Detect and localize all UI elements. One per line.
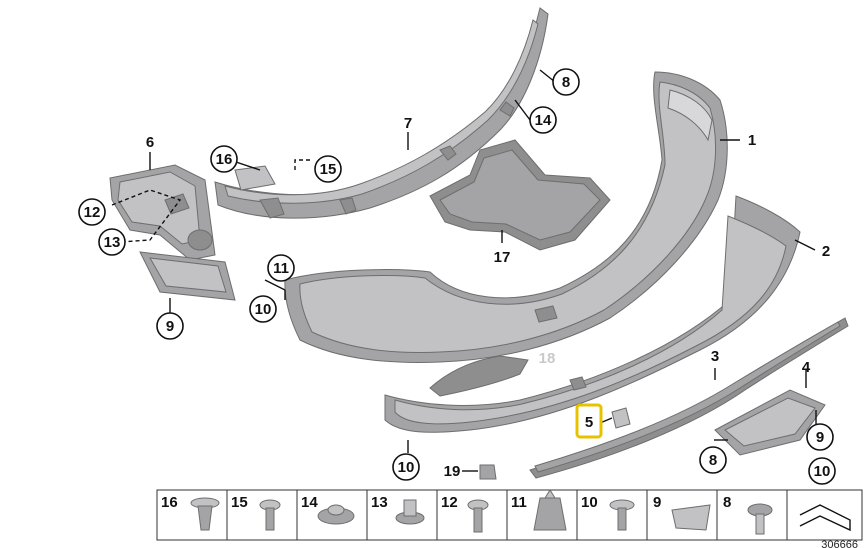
callout-18[interactable]: 18 — [539, 350, 556, 367]
hardware-number: 8 — [723, 494, 731, 511]
callout-12[interactable]: 12 — [78, 198, 106, 226]
callout-label: 19 — [444, 463, 461, 480]
callout-label: 8 — [562, 74, 570, 91]
callout-label: 7 — [404, 115, 412, 132]
hardware-cell-16[interactable] — [156, 489, 228, 541]
callout-label: 3 — [711, 348, 719, 365]
part-9-left-guide[interactable] — [139, 251, 236, 301]
hardware-number: 9 — [653, 494, 661, 511]
callout-label: 6 — [146, 134, 154, 151]
hardware-number: 13 — [371, 494, 388, 511]
part-18-bracket[interactable] — [429, 355, 529, 397]
hardware-number: 11 — [511, 494, 527, 511]
hardware-strip: 16 15 14 13 12 11 10 9 8 — [156, 489, 863, 541]
bolt-icon — [747, 503, 773, 535]
callout-16[interactable]: 16 — [210, 145, 238, 173]
bolt-icon — [467, 499, 489, 533]
callout-13[interactable]: 13 — [98, 228, 126, 256]
hardware-number: 15 — [231, 494, 248, 511]
callout-label: 9 — [166, 318, 174, 335]
hardware-cell-15[interactable] — [226, 489, 298, 541]
expansion-clip-icon — [533, 489, 567, 531]
callout-11[interactable]: 11 — [267, 254, 295, 282]
screw-icon — [609, 499, 635, 531]
callout-label: 9 — [816, 429, 824, 446]
callout-label: 10 — [814, 463, 831, 480]
callout-10-left[interactable]: 10 — [249, 295, 277, 323]
callout-label: 13 — [104, 234, 121, 251]
callout-17[interactable]: 17 — [494, 249, 511, 266]
callout-label: 15 — [320, 161, 337, 178]
hardware-number: 10 — [581, 494, 598, 511]
callout-8-top[interactable]: 8 — [552, 68, 580, 96]
part-7-carrier-rail[interactable] — [214, 7, 549, 219]
callout-6[interactable]: 6 — [146, 134, 154, 151]
part-19-clip-nut[interactable] — [479, 464, 497, 480]
callout-label: 14 — [535, 112, 552, 129]
callout-label: 4 — [802, 359, 811, 376]
part-5-cover-cap[interactable] — [611, 407, 631, 429]
drawing-number: 306666 — [821, 539, 858, 548]
spring-nut-icon — [671, 504, 711, 531]
callout-10-right[interactable]: 10 — [808, 457, 836, 485]
screw-icon — [259, 499, 281, 531]
flange-nut-icon — [317, 504, 355, 525]
callout-2[interactable]: 2 — [822, 243, 830, 260]
callout-label: 17 — [494, 249, 511, 266]
callout-label: 8 — [709, 452, 717, 469]
push-rivet-icon — [190, 497, 220, 531]
hardware-number: 14 — [301, 494, 318, 511]
callout-14[interactable]: 14 — [529, 106, 557, 134]
hardware-number: 16 — [161, 494, 178, 511]
hardware-cell-10[interactable] — [576, 489, 648, 541]
callout-5-highlighted[interactable]: 5 — [575, 403, 603, 439]
callout-4[interactable]: 4 — [802, 359, 811, 376]
part-2-lower-trim[interactable] — [384, 195, 801, 433]
callout-1[interactable]: 1 — [748, 132, 756, 149]
callout-8-bottom[interactable]: 8 — [699, 446, 727, 474]
part-17-underbody-panel[interactable] — [429, 139, 611, 251]
callout-label: 1 — [748, 132, 756, 149]
hardware-cell-12[interactable] — [436, 489, 508, 541]
part-3-lower-strip[interactable] — [529, 317, 849, 479]
part-6-left-bracket[interactable] — [109, 164, 216, 261]
callout-15[interactable]: 15 — [314, 155, 342, 183]
callout-3[interactable]: 3 — [711, 348, 719, 365]
callout-10-bottom[interactable]: 10 — [392, 453, 420, 481]
hex-nut-icon — [395, 499, 425, 525]
callout-label: 2 — [822, 243, 830, 260]
callout-9-right[interactable]: 9 — [806, 423, 834, 451]
callout-7[interactable]: 7 — [404, 115, 412, 132]
callout-label: 10 — [255, 301, 272, 318]
part-1-bumper-cover[interactable] — [284, 71, 728, 363]
hardware-number: 12 — [441, 494, 458, 511]
callout-label: 5 — [585, 414, 593, 431]
part-4-guard-plate[interactable] — [714, 389, 826, 456]
callout-label: 11 — [273, 260, 289, 277]
callout-label: 12 — [84, 204, 101, 221]
callout-label: 16 — [216, 151, 233, 168]
callout-19[interactable]: 19 — [444, 463, 461, 480]
callout-label: 10 — [398, 459, 415, 476]
callout-9-left[interactable]: 9 — [156, 312, 184, 340]
wedge-legend-icon — [799, 504, 851, 532]
callout-label: 18 — [539, 350, 556, 367]
part-16-clip[interactable] — [234, 165, 276, 191]
hardware-cell-legend — [786, 489, 863, 541]
